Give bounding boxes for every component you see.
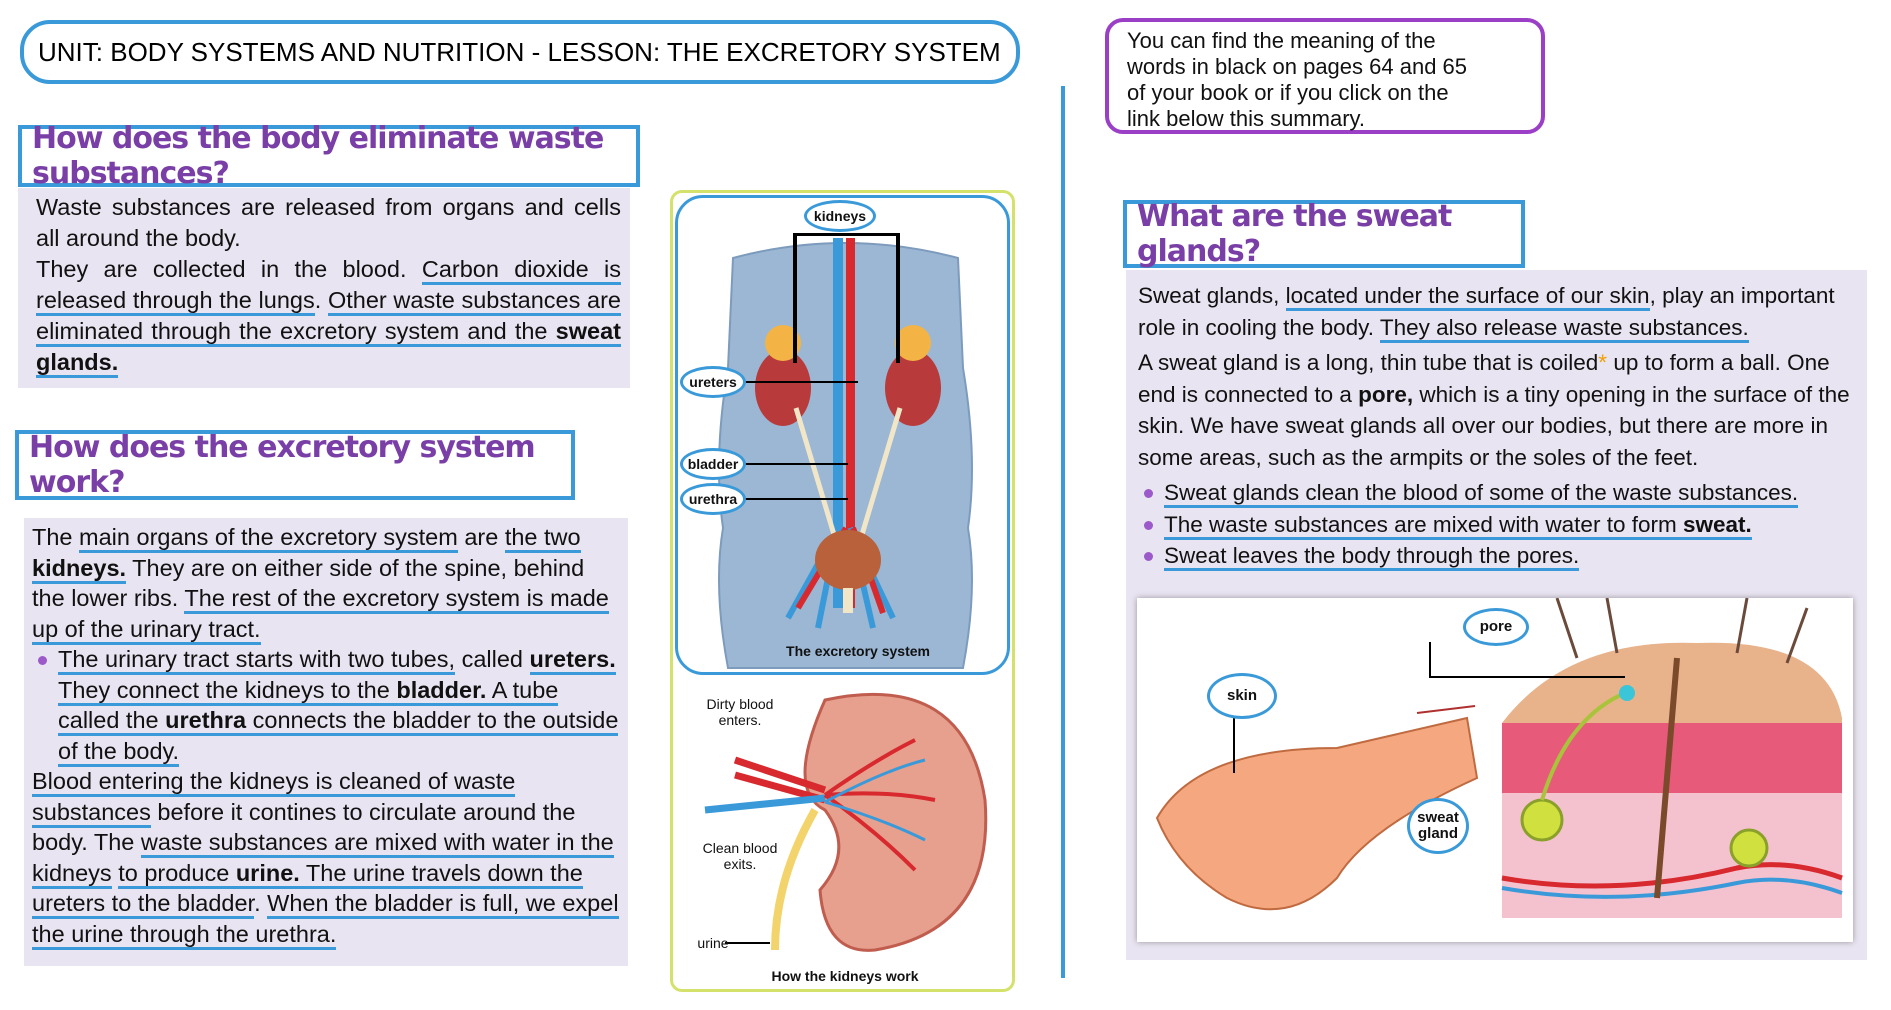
section1-heading: How does the body eliminate waste substa… <box>18 121 640 191</box>
sweat-gland-figure: pore skin sweat gland <box>1137 597 1853 942</box>
label-pore: pore <box>1463 608 1529 646</box>
section2-p2: Blood entering the kidneys is cleaned of… <box>32 766 622 950</box>
label-skin: skin <box>1207 673 1277 719</box>
section1-p2: They are collected in the blood. Carbon … <box>36 254 621 378</box>
glossary-note: You can find the meaning of the words in… <box>1105 18 1545 134</box>
list-item: Sweat glands clean the blood of some of … <box>1138 477 1863 509</box>
unit-title: UNIT: BODY SYSTEMS AND NUTRITION - LESSO… <box>20 20 1020 84</box>
label-urine: urine <box>697 935 729 951</box>
figures-frame <box>670 190 1015 992</box>
figure2-caption: How the kidneys work <box>771 968 919 984</box>
label-urethra: urethra <box>680 483 746 515</box>
section1-text: Waste substances are released from organ… <box>36 192 621 378</box>
excretory-system-illustration <box>718 233 973 669</box>
section2-heading: How does the excretory system work? <box>15 430 575 500</box>
list-item: Sweat leaves the body through the pores. <box>1138 540 1863 572</box>
list-item: The waste substances are mixed with wate… <box>1138 509 1863 541</box>
section2-bullets: The urinary tract starts with two tubes,… <box>32 644 622 767</box>
label-ureters: ureters <box>680 366 746 398</box>
section2-p1: The main organs of the excretory system … <box>32 522 622 645</box>
note-line: You can find the meaning of the <box>1127 28 1436 53</box>
section2-panel <box>24 518 628 966</box>
kidney-figure: Dirty blood enters. Clean blood exits. u… <box>675 680 1010 990</box>
column-divider <box>1061 86 1065 978</box>
section3-p1: Sweat glands, located under the surface … <box>1138 280 1863 343</box>
label-kidneys: kidneys <box>804 200 876 232</box>
note-line: words in black on pages 64 and 65 <box>1127 54 1468 79</box>
section3-text: Sweat glands, located under the surface … <box>1138 280 1863 572</box>
section1-panel <box>18 188 630 388</box>
list-item: The urinary tract starts with two tubes,… <box>32 644 622 767</box>
section2-text: The main organs of the excretory system … <box>32 522 622 950</box>
note-line: of your book or if you click on the <box>1127 80 1449 105</box>
sweat-gland-illustration <box>1155 597 1843 918</box>
label-bladder: bladder <box>680 448 746 480</box>
section3-bullets: Sweat glands clean the blood of some of … <box>1138 477 1863 572</box>
section3-p2: A sweat gland is a long, thin tube that … <box>1138 350 1850 470</box>
label-sweat-gland: sweat gland <box>1407 798 1469 854</box>
kidney-illustration <box>704 692 988 952</box>
note-line: link below this summary. <box>1127 106 1365 131</box>
excretory-system-figure: kidneys ureters bladder urethra The excr… <box>675 195 1010 675</box>
section3-heading: What are the sweat glands? <box>1123 199 1525 269</box>
figure1-caption: The excretory system <box>786 643 930 659</box>
label-clean-blood: Clean blood exits. <box>702 840 778 872</box>
section1-p1: Waste substances are released from organ… <box>36 194 621 251</box>
label-dirty-blood: Dirty blood enters. <box>706 696 774 728</box>
